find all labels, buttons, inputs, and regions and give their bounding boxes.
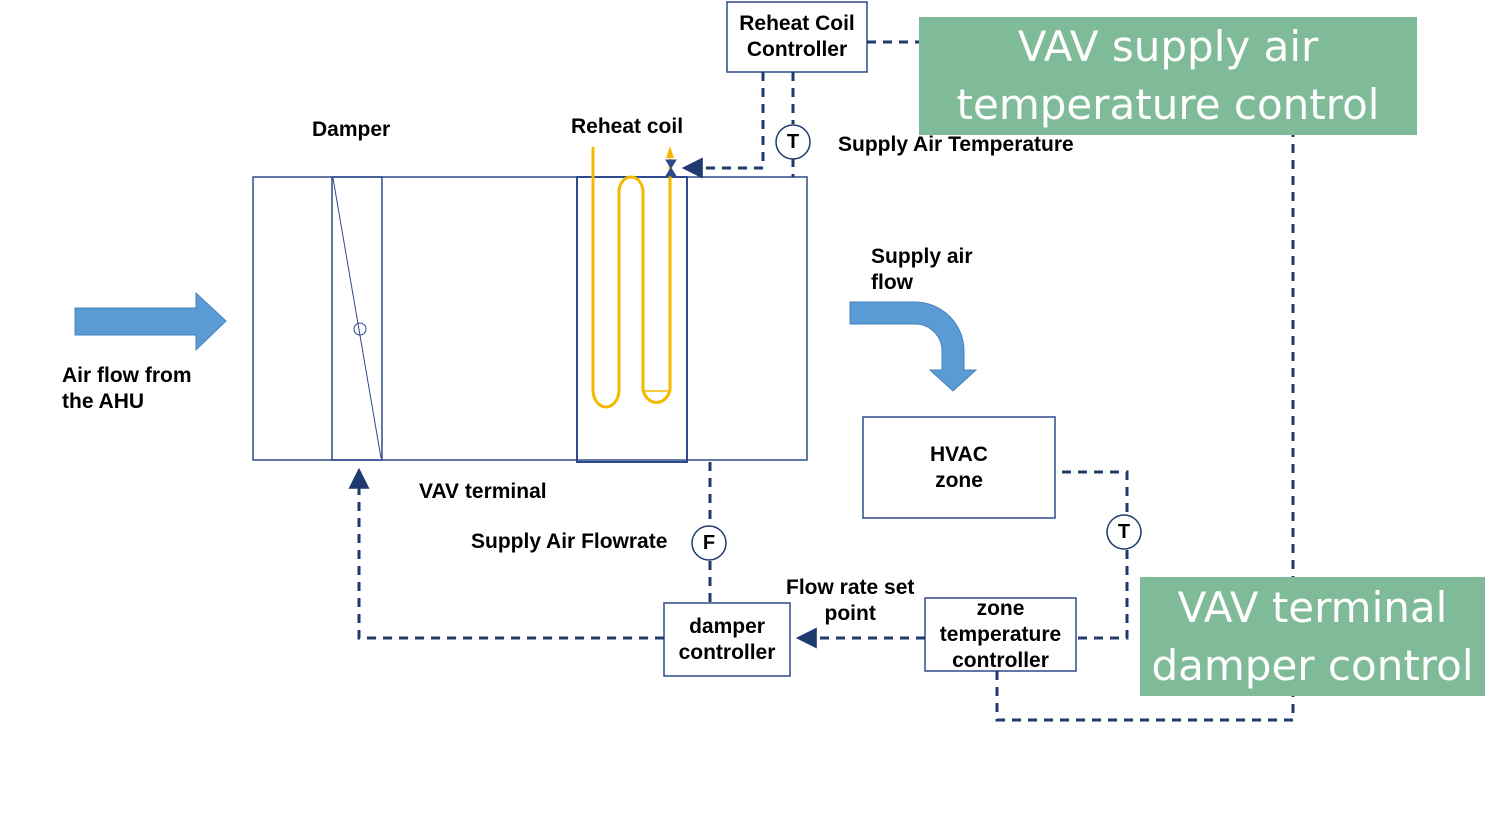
terminal-damper-control-banner: VAV terminal damper control: [1140, 577, 1485, 696]
zone-temperature-controller-label: zone temperature controller: [939, 597, 1062, 672]
damper-blade-icon: [332, 177, 382, 459]
reheat-coil-label: Reheat coil: [571, 115, 684, 138]
control-lines: [348, 40, 1297, 722]
supply-air-flowrate-label: Supply Air Flowrate: [471, 530, 668, 553]
zone-temperature-sensor: [1106, 514, 1142, 550]
vav-terminal-duct: [252, 176, 808, 463]
air-flow-from-ahu-label: Air flow from the AHU: [62, 364, 192, 413]
flow-rate-set-point-label: Flow rate set point: [786, 576, 915, 625]
reheat-coil-controller-box: [726, 1, 868, 73]
supply-air-flowrate-sensor: [691, 525, 727, 561]
supply-air-flow-arrow: [849, 301, 978, 392]
hvac-zone-box: [862, 416, 1056, 519]
reheat-coil-controller-label: Reheat Coil Controller: [739, 12, 855, 61]
supply-air-temperature-label: Supply Air Temperature: [838, 133, 1074, 156]
damper-section: [331, 176, 383, 461]
flow-sensor-letter: F: [702, 531, 716, 554]
supply-air-temperature-sensor: [775, 124, 811, 160]
zone-temperature-controller-box: [924, 597, 1077, 672]
supply-temp-sensor-letter: T: [786, 130, 800, 153]
vav-terminal-label: VAV terminal: [419, 480, 547, 503]
damper-label: Damper: [312, 118, 391, 141]
damper-controller-label: damper controller: [678, 614, 776, 664]
supply-air-flow-label: Supply air flow: [871, 245, 973, 294]
hvac-zone-label: HVAC zone: [930, 442, 988, 492]
supply-air-temperature-control-banner: VAV supply air temperature control: [919, 17, 1417, 135]
zone-temp-sensor-letter: T: [1117, 520, 1131, 543]
air-flow-inlet-arrow: [74, 291, 227, 352]
damper-controller-box: [663, 602, 791, 677]
reheat-coil-icon: [591, 146, 677, 409]
